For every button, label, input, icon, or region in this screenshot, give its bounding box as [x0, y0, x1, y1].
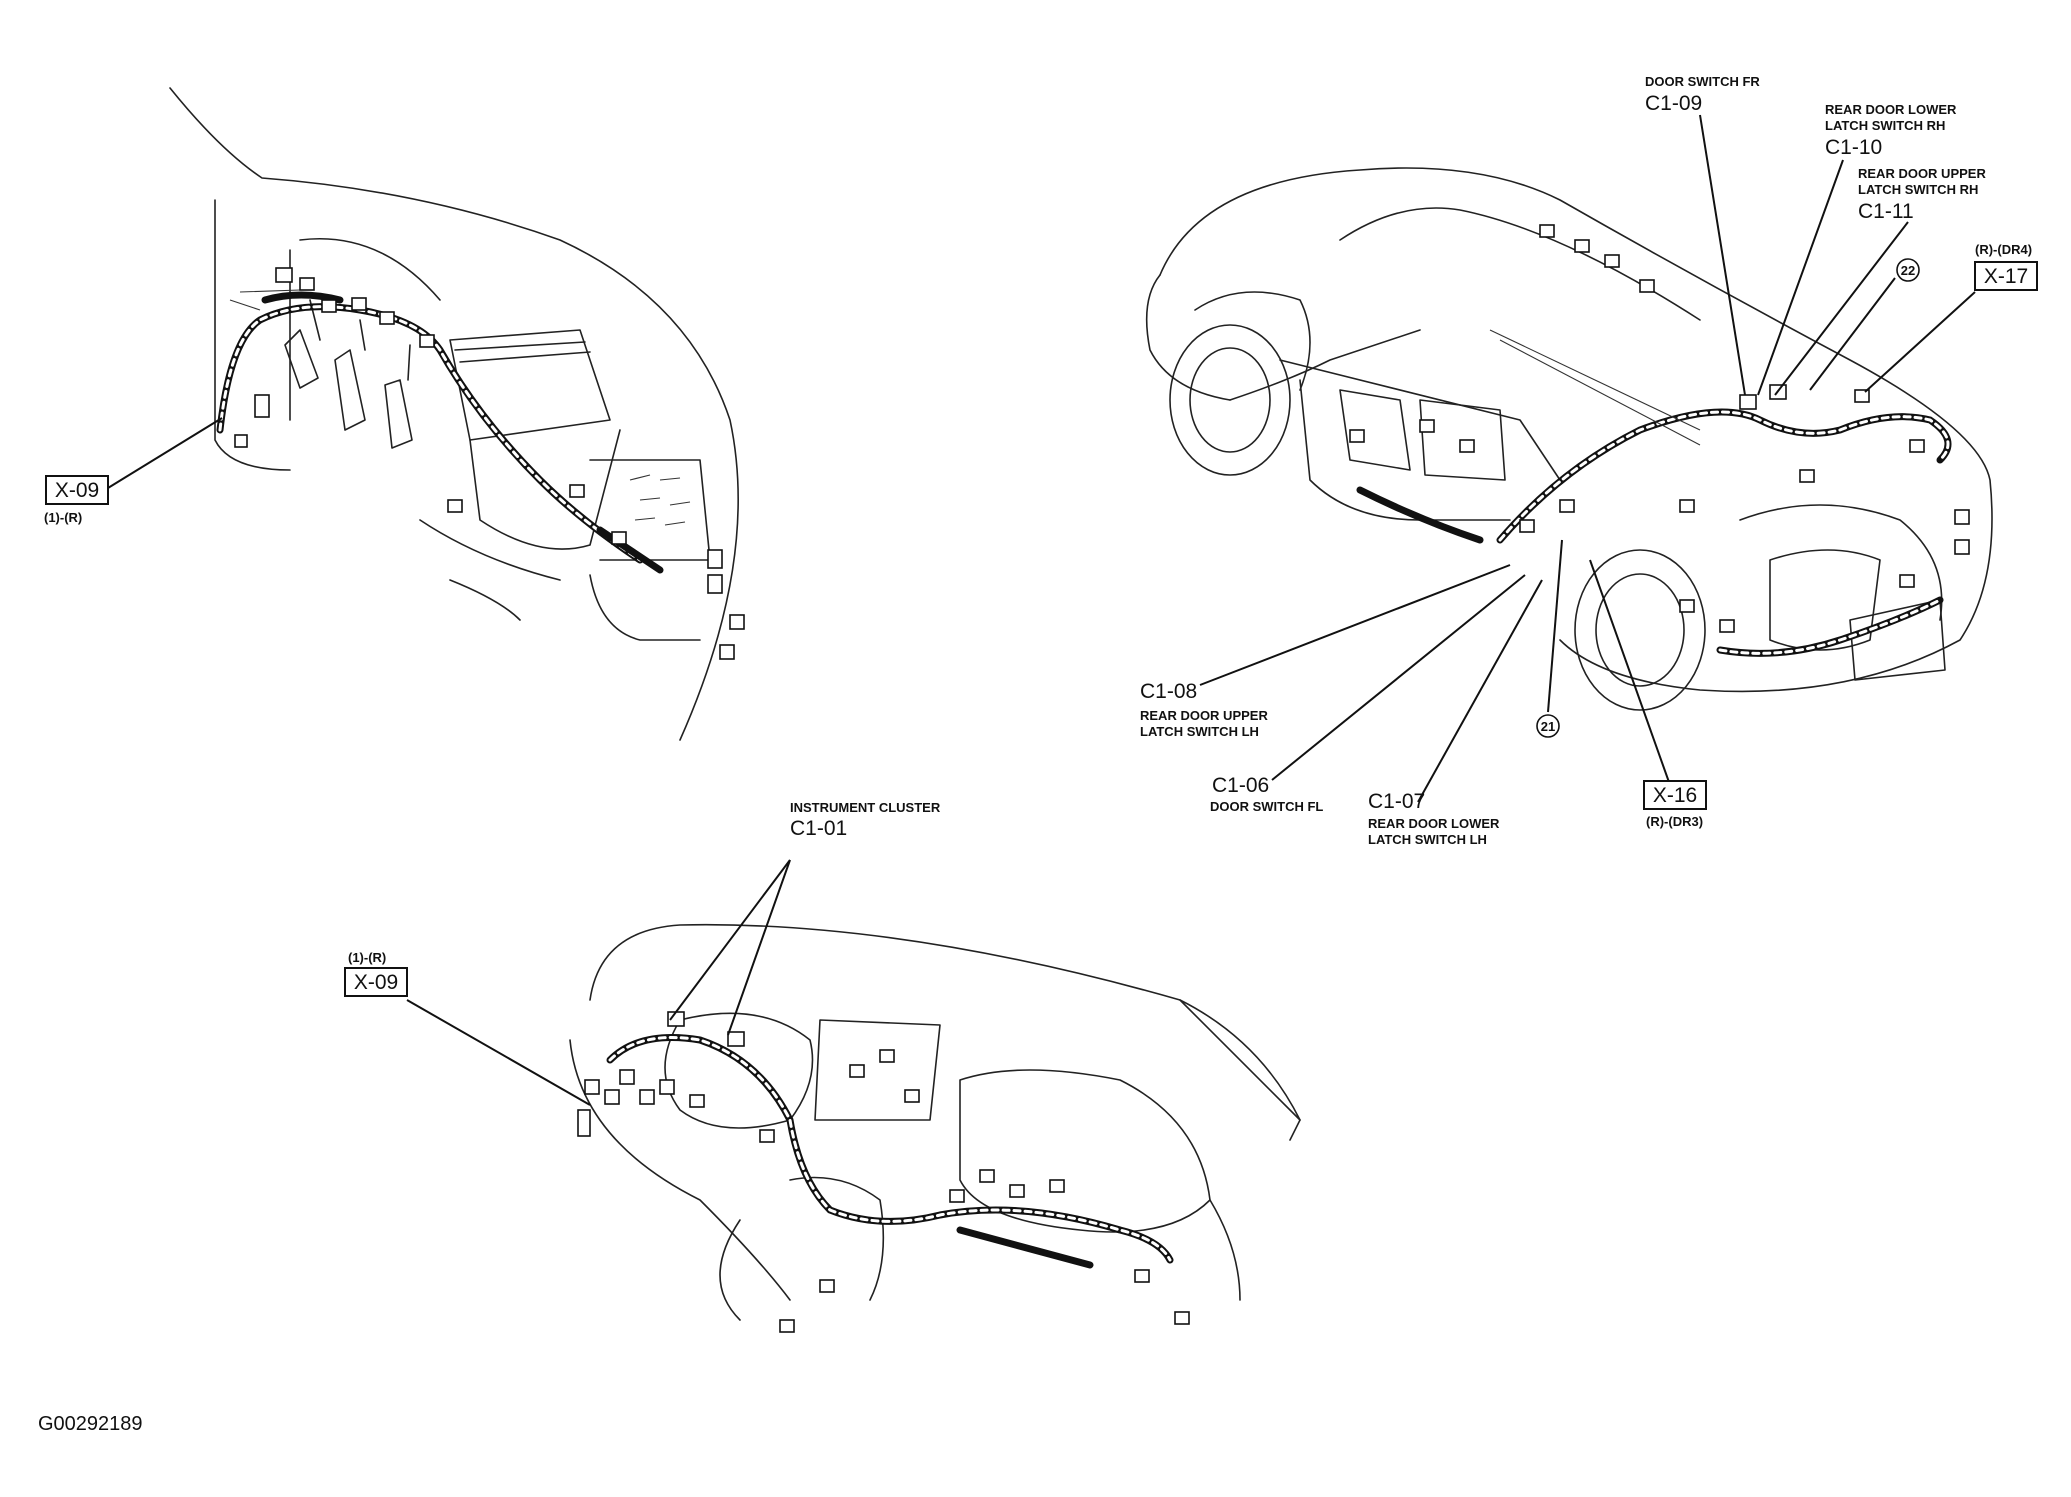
svg-text:C1-08: C1-08	[1140, 680, 1197, 703]
svg-text:LATCH SWITCH RH: LATCH SWITCH RH	[1825, 118, 1945, 133]
svg-text:X-17: X-17	[1984, 265, 2028, 288]
svg-text:21: 21	[1541, 719, 1555, 734]
label-x16: X-16 (R)-(DR3)	[1643, 780, 1707, 829]
svg-text:X-16: X-16	[1653, 784, 1697, 807]
svg-text:REAR DOOR LOWER: REAR DOOR LOWER	[1825, 102, 1957, 117]
svg-text:22: 22	[1901, 263, 1915, 278]
label-c1-09: DOOR SWITCH FR C1-09	[1645, 74, 1760, 115]
figure-id: G00292189	[38, 1413, 143, 1435]
svg-text:DOOR SWITCH FL: DOOR SWITCH FL	[1210, 799, 1323, 814]
instrument-panel-view	[569, 923, 1301, 1333]
label-x09-top: X-09 (1)-(R)	[44, 475, 109, 525]
svg-text:DOOR SWITCH FR: DOOR SWITCH FR	[1645, 74, 1760, 89]
svg-text:C1-07: C1-07	[1368, 790, 1425, 813]
label-c1-11: REAR DOOR UPPER LATCH SWITCH RH C1-11	[1858, 166, 1986, 223]
label-x17: (R)-(DR4) X-17	[1974, 242, 2038, 291]
label-x09-bottom: (1)-(R) X-09	[344, 950, 408, 997]
svg-text:(1)-(R): (1)-(R)	[348, 950, 386, 965]
svg-text:C1-01: C1-01	[790, 817, 847, 840]
svg-text:C1-06: C1-06	[1212, 774, 1269, 797]
svg-text:X-09: X-09	[354, 971, 398, 994]
leader-lines	[107, 114, 1976, 1106]
svg-text:(R)-(DR3): (R)-(DR3)	[1646, 814, 1703, 829]
svg-text:C1-11: C1-11	[1858, 200, 1914, 223]
svg-text:X-09: X-09	[55, 479, 99, 502]
svg-text:INSTRUMENT CLUSTER: INSTRUMENT CLUSTER	[790, 800, 941, 815]
svg-text:C1-10: C1-10	[1825, 136, 1882, 159]
svg-text:(R)-(DR4): (R)-(DR4)	[1975, 242, 2032, 257]
label-c1-10: REAR DOOR LOWER LATCH SWITCH RH C1-10	[1825, 102, 1957, 159]
svg-text:C1-09: C1-09	[1645, 92, 1702, 115]
label-c1-07: C1-07 REAR DOOR LOWER LATCH SWITCH LH	[1368, 790, 1500, 847]
svg-text:LATCH SWITCH LH: LATCH SWITCH LH	[1140, 724, 1259, 739]
svg-text:REAR DOOR UPPER: REAR DOOR UPPER	[1858, 166, 1986, 181]
svg-text:REAR DOOR LOWER: REAR DOOR LOWER	[1368, 816, 1500, 831]
car-body-view	[1145, 167, 1993, 711]
svg-text:LATCH SWITCH LH: LATCH SWITCH LH	[1368, 832, 1487, 847]
label-c1-08: C1-08 REAR DOOR UPPER LATCH SWITCH LH	[1140, 680, 1268, 739]
ground-marker-21: 21	[1536, 714, 1560, 738]
label-c1-06: C1-06 DOOR SWITCH FL	[1210, 774, 1323, 814]
driver-dash-view	[169, 87, 745, 741]
ground-marker-22: 22	[1896, 258, 1920, 282]
svg-text:(1)-(R): (1)-(R)	[44, 510, 82, 525]
label-c1-01: INSTRUMENT CLUSTER C1-01	[790, 800, 941, 840]
svg-text:LATCH SWITCH RH: LATCH SWITCH RH	[1858, 182, 1978, 197]
svg-text:REAR DOOR UPPER: REAR DOOR UPPER	[1140, 708, 1268, 723]
